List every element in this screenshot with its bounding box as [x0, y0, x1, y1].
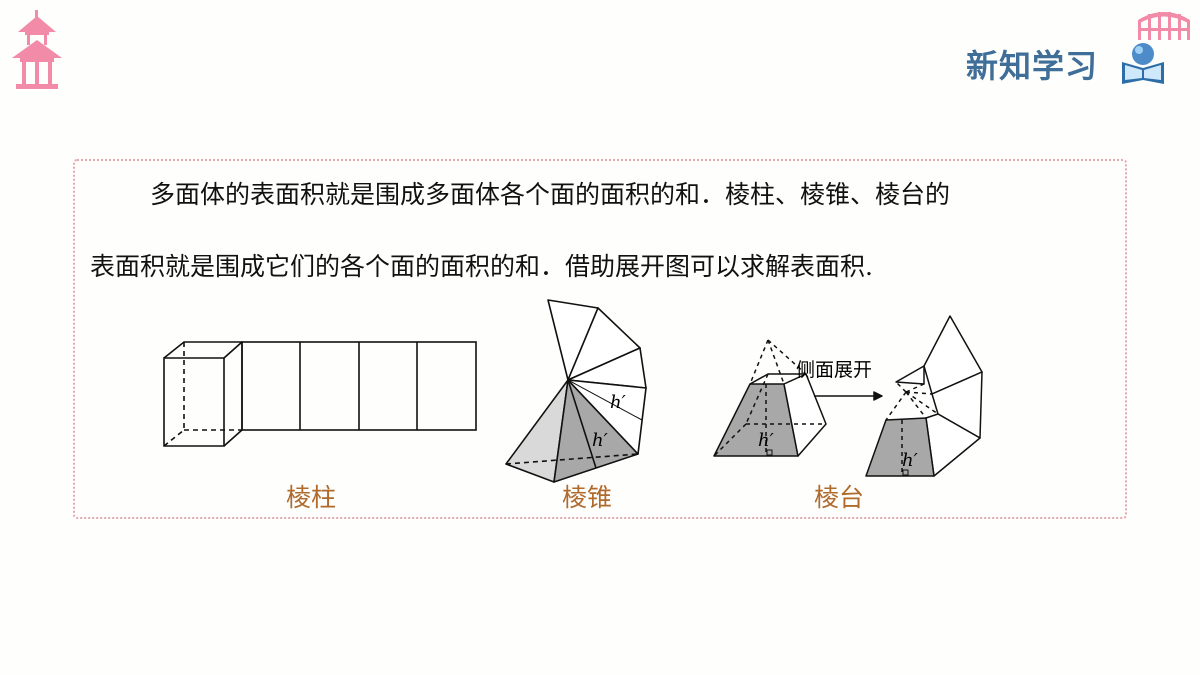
- book-reader-icon: [1122, 43, 1164, 84]
- prism-caption: 棱柱: [286, 483, 337, 512]
- paragraph-line-1: 多面体的表面积就是围成多面体各个面的面积的和．棱柱、棱锥、棱台的: [150, 180, 951, 209]
- content-frame: [73, 159, 1127, 519]
- frustum-arrow-label: 侧面展开: [796, 359, 872, 381]
- pyramid-slant-label-2: h′: [592, 430, 608, 451]
- pyramid-net-figure: h′ h′: [505, 299, 647, 483]
- fence-icon: [1138, 12, 1190, 40]
- frustum-net-figure: 侧面展开 h′ h′: [713, 315, 983, 477]
- section-title: 新知学习: [966, 47, 1099, 85]
- frustum-slant-label-1: h′: [758, 430, 774, 451]
- prism-net-figure: [163, 341, 477, 447]
- paragraph-line-2: 表面积就是围成它们的各个面的面积的和．借助展开图可以求解表面积.: [90, 252, 873, 281]
- pagoda-icon: [12, 10, 62, 89]
- pyramid-slant-label-1: h′: [610, 392, 626, 413]
- pyramid-caption: 棱锥: [562, 483, 613, 512]
- frustum-caption: 棱台: [814, 483, 865, 512]
- frustum-slant-label-2: h′: [902, 450, 918, 471]
